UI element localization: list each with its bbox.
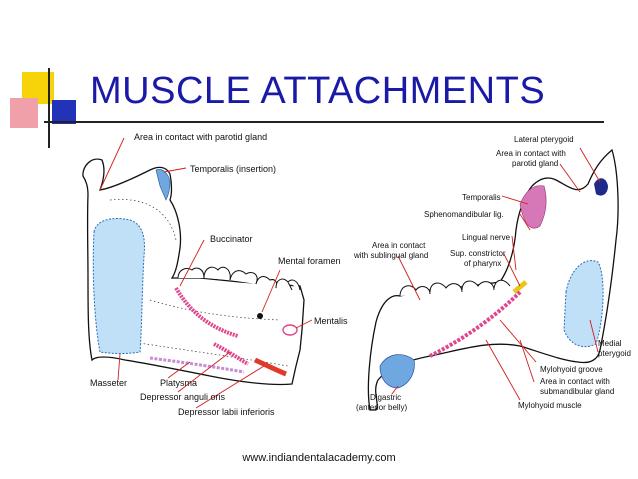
label-sup-constrictor-1: Sup. constrictor <box>450 249 506 258</box>
label-digastric-2: (anterior belly) <box>356 403 407 412</box>
depressor-labii-attachment <box>253 357 287 377</box>
lateral-pterygoid-area <box>594 178 608 196</box>
label-platysma: Platysma <box>160 378 197 388</box>
deco-blue-square <box>52 100 76 124</box>
lateral-view: Area in contact with parotid gland Tempo… <box>82 132 348 417</box>
label-submandibular-2: submandibular gland <box>540 387 614 396</box>
deco-vertical-rule <box>48 68 50 148</box>
label-lingual-nerve: Lingual nerve <box>462 233 511 242</box>
label-mylohyoid-muscle: Mylohyoid muscle <box>518 401 582 410</box>
deco-pink-square <box>10 98 38 128</box>
mylohyoid-line <box>429 290 522 358</box>
medial-view: Lateral pterygoid Area in contact with p… <box>353 135 631 412</box>
medial-temporalis-area <box>519 185 547 229</box>
label-mental-foramen: Mental foramen <box>278 256 341 266</box>
label-masseter: Masseter <box>90 378 127 388</box>
medial-pterygoid-area <box>563 260 604 348</box>
label-parotid-medial-2: parotid gland <box>512 159 558 168</box>
label-depressor-anguli: Depressor anguli oris <box>140 392 226 402</box>
medial-mandible-outline <box>367 148 619 411</box>
label-sup-constrictor-2: of pharynx <box>464 259 501 268</box>
footer-website[interactable]: www.indiandentalacademy.com <box>242 452 396 464</box>
label-mentalis: Mentalis <box>314 316 348 326</box>
digastric-fossa <box>379 354 415 389</box>
mentalis-attachment <box>282 324 298 336</box>
sup-constrictor-attachment <box>512 280 528 294</box>
label-submandibular-1: Area in contact with <box>540 377 610 386</box>
temporalis-insertion-area <box>155 169 171 201</box>
label-buccinator: Buccinator <box>210 234 253 244</box>
label-medial-pterygoid-1: Medial <box>598 339 622 348</box>
lateral-teeth <box>177 266 301 291</box>
platysma-attachment <box>149 356 245 374</box>
title-rule <box>44 121 604 123</box>
label-digastric-1: Digastric <box>370 393 401 402</box>
label-mylohyoid-groove: Mylohyoid groove <box>540 365 603 374</box>
slide-title: MUSCLE ATTACHMENTS <box>90 70 546 112</box>
label-depressor-labii: Depressor labii inferioris <box>178 407 275 417</box>
buccinator-attachment <box>174 286 239 338</box>
lateral-bone-texture <box>109 199 289 367</box>
label-parotid-lateral: Area in contact with parotid gland <box>134 132 267 142</box>
label-sublingual-1: Area in contact <box>372 241 426 250</box>
label-sphenomandibular: Sphenomandibular lig. <box>424 210 504 219</box>
depressor-anguli-attachment <box>213 342 250 366</box>
label-medial-pterygoid-2: pterygoid <box>598 349 631 358</box>
label-parotid-medial-1: Area in contact with <box>496 149 566 158</box>
label-temporalis-medial: Temporalis <box>462 193 501 202</box>
mental-foramen <box>257 313 263 319</box>
label-sublingual-2: with sublingual gland <box>353 251 428 260</box>
label-lateral-pterygoid: Lateral pterygoid <box>514 135 574 144</box>
label-temporalis-insertion: Temporalis (insertion) <box>190 164 276 174</box>
masseter-area <box>92 218 145 354</box>
